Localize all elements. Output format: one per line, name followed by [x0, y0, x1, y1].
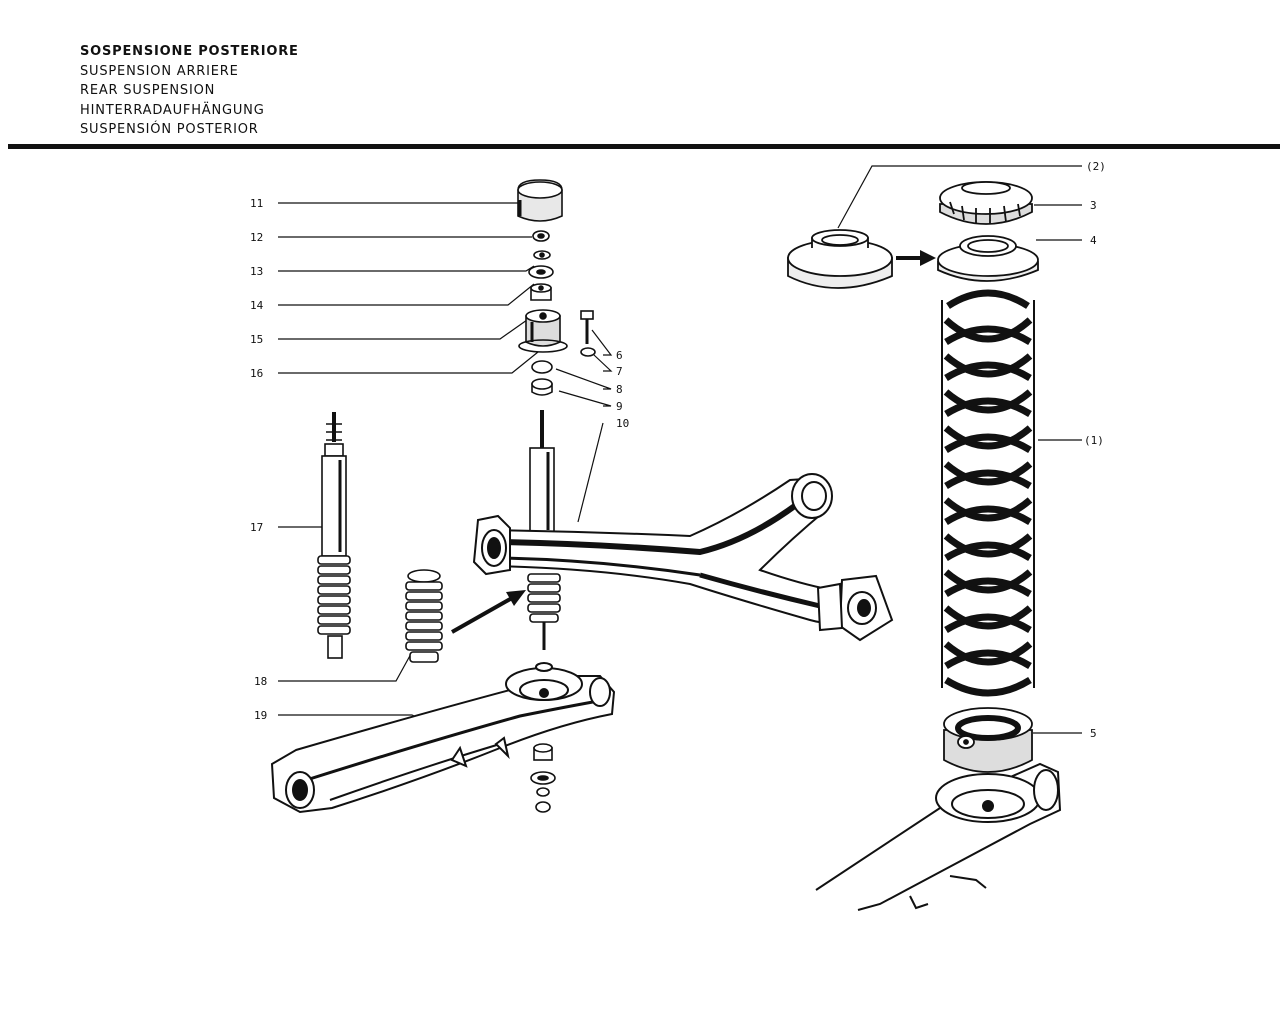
assembly-arrow-boot	[451, 590, 526, 634]
callout-5: 5	[1090, 727, 1097, 740]
upper-spring-pad-4	[937, 235, 1039, 282]
callout-14: 14	[250, 299, 264, 312]
callout-19: 19	[254, 709, 267, 722]
callout-10: 10	[616, 417, 629, 430]
callout-7: 7	[616, 365, 623, 378]
title-block: SOSPENSIONE POSTERIORE SUSPENSION ARRIER…	[80, 42, 299, 140]
callout-8: 8	[616, 383, 623, 396]
callout-labels: 11 12 13 14 15 16 17 18 19 6 7 8 9 10 (2…	[250, 160, 1106, 740]
lower-control-arm	[270, 662, 616, 814]
title-italian: SOSPENSIONE POSTERIORE	[80, 44, 299, 59]
callout-4: 4	[1090, 234, 1097, 247]
callout-16: 16	[250, 367, 263, 380]
coil-spring	[943, 289, 1033, 697]
title-english: REAR SUSPENSION	[80, 83, 216, 98]
title-french: SUSPENSION ARRIERE	[80, 63, 239, 79]
callout-9: 9	[616, 400, 623, 413]
callout-1: (1)	[1084, 434, 1104, 447]
damper-mount-stack	[517, 179, 596, 396]
assembly-arrow-seat	[896, 250, 936, 266]
callout-18: 18	[254, 675, 267, 688]
shock-absorber-body	[527, 410, 561, 650]
spring-seat-lower-arm	[815, 762, 1062, 911]
lower-spring-pad-5	[943, 707, 1033, 773]
callout-2: (2)	[1086, 160, 1106, 173]
callout-3: 3	[1090, 199, 1097, 212]
title-spanish: SUSPENSIÓN POSTERIOR	[80, 122, 259, 137]
upper-control-arm	[472, 473, 894, 642]
shock-absorber-assembled	[317, 412, 351, 659]
callout-13: 13	[250, 265, 263, 278]
header-divider	[8, 144, 1280, 149]
coil-spring-edges	[941, 300, 1035, 688]
upper-spring-pad-3	[939, 181, 1033, 225]
callout-6: 6	[616, 349, 623, 362]
callout-11: 11	[250, 197, 263, 210]
title-german: HINTERRADAUFHÄNGUNG	[80, 102, 265, 118]
lower-mount-hardware	[530, 743, 556, 813]
rubber-boot	[405, 569, 443, 663]
callout-17: 17	[250, 521, 263, 534]
callout-15: 15	[250, 333, 263, 346]
spring-seat-2	[787, 229, 893, 289]
callout-12: 12	[250, 231, 263, 244]
